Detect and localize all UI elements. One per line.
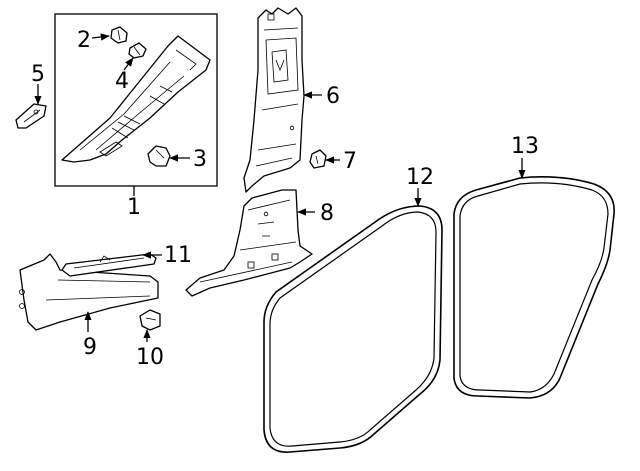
callout-labels: 1 2 3 4 5 6 7 8 9 10 11 12 13 <box>31 28 539 370</box>
part-4-clip <box>128 42 147 59</box>
part-5-bracket <box>15 103 47 129</box>
part-13-rear-door-weatherstrip <box>453 176 615 399</box>
part-9-sill-trim <box>19 253 159 331</box>
callout-4: 4 <box>115 69 129 94</box>
part-2-clip <box>110 26 128 44</box>
callout-1: 1 <box>127 195 141 220</box>
part-3-clip <box>147 145 171 167</box>
callout-7: 7 <box>343 149 357 174</box>
part-1-a-pillar-trim <box>61 35 211 163</box>
part-11-sill-plate <box>61 253 157 277</box>
callout-8: 8 <box>320 201 334 226</box>
leader-2 <box>91 33 110 41</box>
callout-9: 9 <box>83 335 97 360</box>
leader-lines <box>34 33 526 342</box>
callout-12: 12 <box>406 165 434 190</box>
callout-11: 11 <box>164 243 192 268</box>
part-7-clip <box>309 149 327 169</box>
part-10-clip <box>139 309 161 331</box>
callout-6: 6 <box>326 84 340 109</box>
callout-3: 3 <box>193 147 207 172</box>
group-box-part-1 <box>54 13 218 187</box>
part-12-front-door-weatherstrip <box>263 205 443 453</box>
callout-2: 2 <box>77 28 91 53</box>
callout-5: 5 <box>31 62 45 87</box>
part-8-b-pillar-lower-trim <box>185 189 313 297</box>
part-6-b-pillar-upper-trim <box>243 7 305 193</box>
leader-4 <box>123 57 134 71</box>
callout-13: 13 <box>511 134 539 159</box>
callout-10: 10 <box>136 345 164 370</box>
